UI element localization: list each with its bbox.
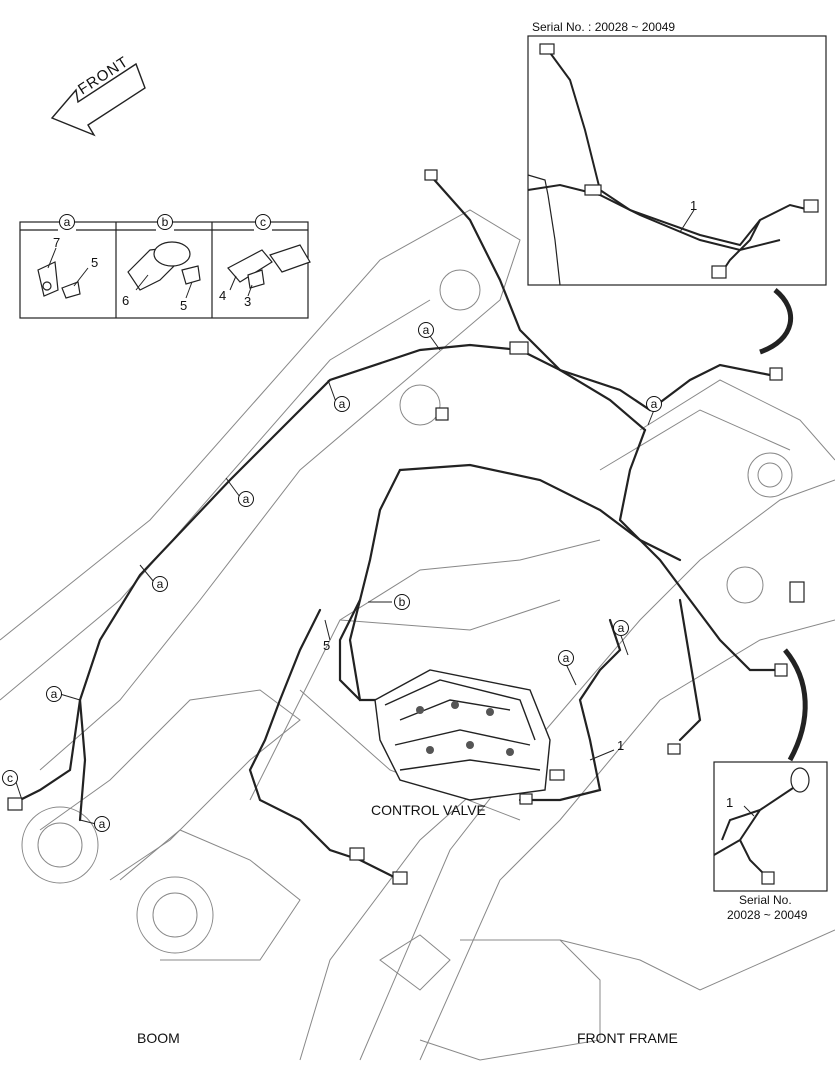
bottom-inset-serial-line1: Serial No. — [739, 893, 792, 907]
detail-a-part-5: 5 — [91, 255, 99, 270]
detail-c-letter: c — [255, 214, 271, 230]
detail-b-letter: b — [157, 214, 173, 230]
detail-c-part-3: 3 — [244, 294, 252, 309]
callout-a-7: a — [646, 396, 662, 412]
callout-part-5: 5 — [323, 638, 331, 653]
callout-b: b — [394, 594, 410, 610]
detail-b-part-5: 5 — [180, 298, 188, 313]
top-inset-serial: Serial No. : 20028 ~ 20049 — [532, 20, 676, 34]
callout-c: c — [2, 770, 18, 786]
callout-a-5: a — [46, 686, 62, 702]
callout-a-1: a — [418, 322, 434, 338]
callout-a-2: a — [334, 396, 350, 412]
control-valve-label: CONTROL VALVE — [371, 802, 486, 818]
detail-b-part-6: 6 — [122, 293, 130, 308]
bottom-inset-serial-line2: 20028 ~ 20049 — [727, 908, 808, 922]
detail-c-part-4: 4 — [219, 288, 227, 303]
top-inset-part-1: 1 — [690, 198, 698, 213]
callout-part-1: 1 — [617, 738, 625, 753]
front-arrow — [50, 62, 146, 137]
callout-a-9: a — [558, 650, 574, 666]
detail-a-letter: a — [59, 214, 75, 230]
callout-a-3: a — [238, 491, 254, 507]
callout-a-8: a — [613, 620, 629, 636]
detail-a-part-7: 7 — [53, 235, 61, 250]
bottom-inset-part-1: 1 — [726, 795, 734, 810]
callout-a-6: a — [94, 816, 110, 832]
callout-a-4: a — [152, 576, 168, 592]
boom-label: BOOM — [137, 1030, 180, 1046]
front-frame-label: FRONT FRAME — [577, 1030, 678, 1046]
